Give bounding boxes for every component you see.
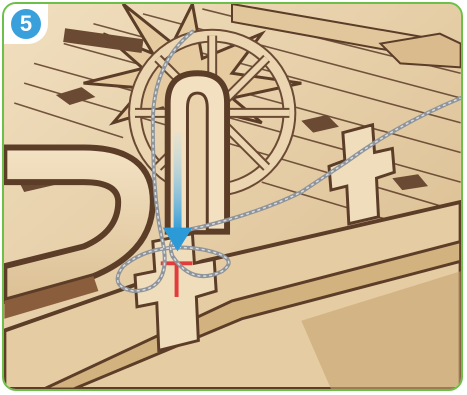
illustration-frame: 5: [2, 2, 463, 391]
step-number: 5: [11, 9, 41, 39]
ship-deck-illustration: [4, 4, 461, 389]
step-badge: 5: [4, 4, 48, 44]
